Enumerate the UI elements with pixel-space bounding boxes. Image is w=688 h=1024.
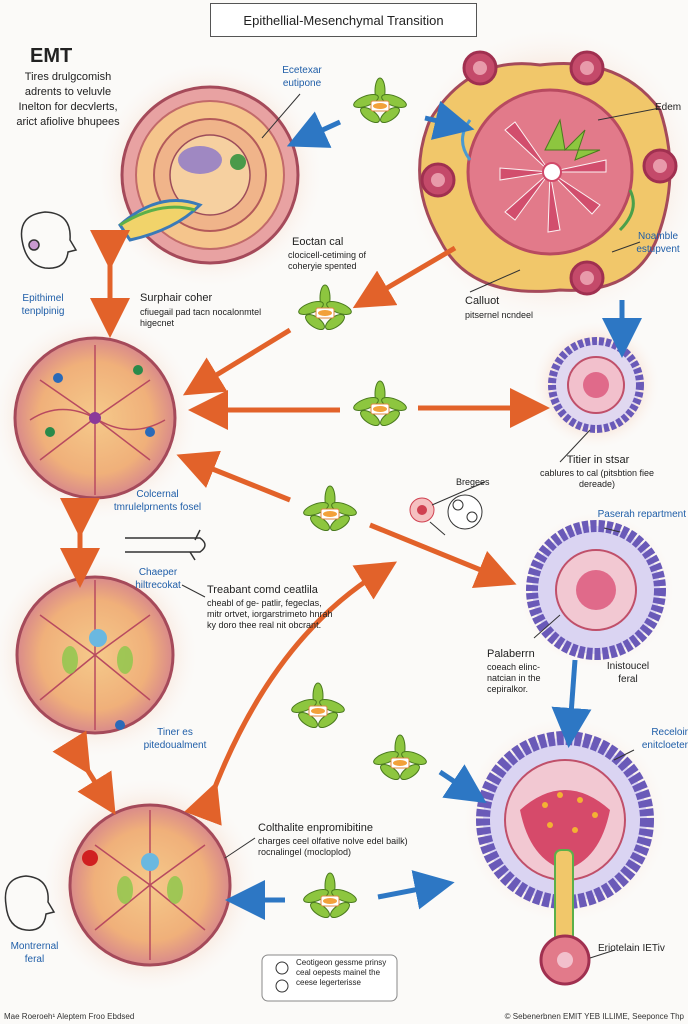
label-eoctan-sub: clocicell-cetiming of coheryie spented <box>288 250 367 271</box>
label-bregees: Bregees <box>456 477 490 487</box>
face-icon-top <box>20 211 78 269</box>
orange-arrows <box>52 230 550 826</box>
label-tiner: Tiner es pitedoualment <box>143 727 207 751</box>
label-colthalite: Colthalite enpromibitine <box>258 822 373 834</box>
cell-mesenchymal-large <box>418 50 678 296</box>
label-ecetexer: Ecetexar eutipone <box>282 65 322 89</box>
label-instoucal: Inistoucel feral <box>606 661 650 685</box>
label-surphair-sub: cfiuegail pad tacn nocalonmtel higecnet <box>140 307 262 328</box>
label-palaborrn-sub: coeach elinc- natcian in the cepiralkor. <box>487 662 541 694</box>
cell-right-bottom <box>476 731 654 986</box>
label-chaeper: Chaeper hiltrecokat <box>135 567 181 591</box>
footer-right: © Sebenerbnen EMIT YEB ILLIME, Seeponce … <box>504 1012 684 1021</box>
label-colthalite-sub: charges ceel olfative nolve edel bailk) … <box>258 836 408 857</box>
label-noamble: Noamble estupvent <box>636 231 680 255</box>
blue-arrows <box>225 100 642 920</box>
intro-text: Tires drulgcomish adrents to veluvle Ine… <box>16 71 120 128</box>
face-icon-bottom <box>4 875 56 931</box>
label-callust-sub: pitsernel ncndeel <box>465 310 534 320</box>
label-edem: Edem <box>655 102 682 113</box>
diagram-heading: EMT <box>30 45 73 67</box>
label-treabant: Treabant comd ceatlila <box>207 584 318 596</box>
legend-box-text: Ceotigeon gessme prinsy ceal oepests mai… <box>296 958 387 987</box>
label-coloernal: Colcernal tmrulelprnents fosel <box>113 489 202 513</box>
cell-right-mid <box>526 520 666 660</box>
cell-epithelial-top <box>118 85 300 265</box>
label-eoctan: Eoctan cal <box>292 236 344 248</box>
label-epithelial: Epithimel tenplpinig <box>21 293 65 317</box>
label-paserah: Paserah repartment <box>597 509 686 520</box>
label-recelolr: Receloir enitcloeter <box>641 727 688 751</box>
label-palaborrn: Palaberrn <box>487 648 535 660</box>
label-titier-sub: cablures to cal (pitsbtion fiee dereade) <box>539 468 655 489</box>
label-titier: Titier in stsar <box>566 454 630 466</box>
label-lettelain: Eriotelain IETiv <box>598 943 665 954</box>
leader-lines <box>181 93 661 959</box>
label-montremal: Montrernal feral <box>10 941 59 965</box>
label-surphair: Surphair coher <box>140 292 213 304</box>
cell-mid-left <box>13 336 177 500</box>
cell-bottom-left <box>68 803 232 967</box>
cluster-icon <box>409 494 483 530</box>
fiber-icon <box>125 529 206 561</box>
page-title: Epithellial-Mesenchymal Transition <box>210 3 477 37</box>
footer-left: Mae Roeroeh¹ Aleptem Froo Ebdsed <box>4 1012 135 1021</box>
cell-lower-left <box>15 575 175 735</box>
cell-right-small <box>548 337 644 433</box>
legend-box-icon <box>261 954 398 1002</box>
label-callust: Calluot <box>465 295 500 307</box>
label-treabant-sub: cheabl of ge- patlir, fegeclas, mitr ort… <box>207 598 333 630</box>
